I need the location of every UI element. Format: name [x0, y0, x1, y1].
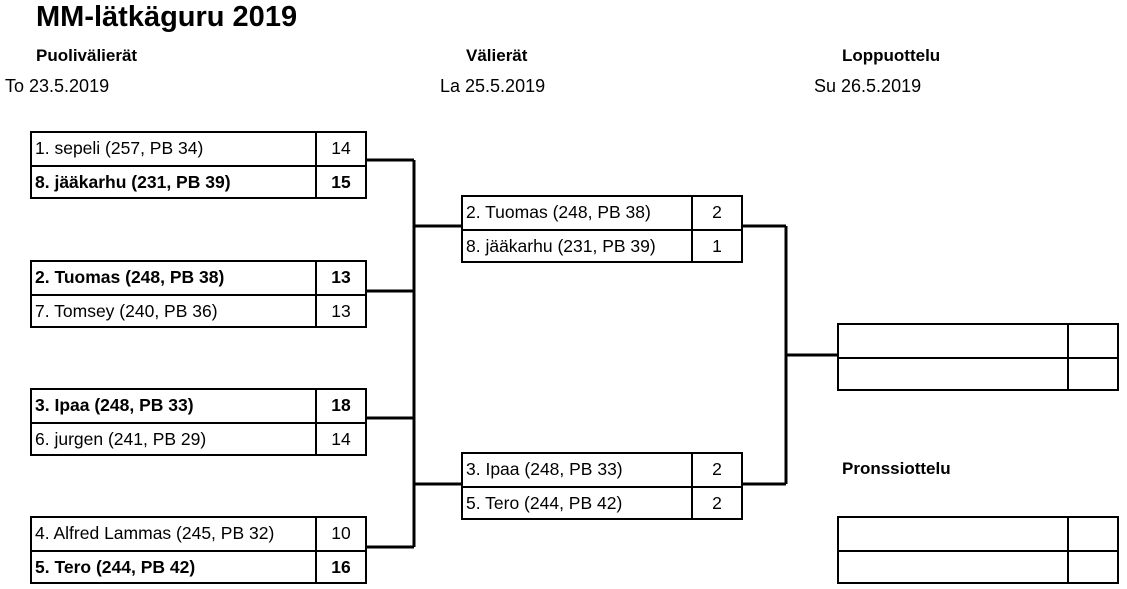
team-score[interactable] — [1067, 552, 1117, 582]
team-name[interactable]: 1. sepeli (257, PB 34) — [35, 138, 204, 158]
semifinal-match-2: 3. Ipaa (248, PB 33) 2 5. Tero (244, PB … — [461, 452, 743, 520]
team-name[interactable]: 3. Ipaa (248, PB 33) — [35, 395, 194, 415]
team-row — [839, 325, 1117, 357]
team-score[interactable] — [1067, 325, 1117, 357]
quarterfinal-match-3: 3. Ipaa (248, PB 33) 18 6. jurgen (241, … — [30, 388, 367, 456]
team-row: 7. Tomsey (240, PB 36) 13 — [32, 294, 365, 326]
team-score[interactable]: 14 — [315, 133, 365, 165]
team-row: 8. jääkarhu (231, PB 39) 15 — [32, 165, 365, 197]
round-date-quarterfinals: To 23.5.2019 — [5, 76, 110, 96]
round-title-semifinals: Välierät — [466, 46, 528, 65]
team-score[interactable]: 13 — [315, 262, 365, 294]
team-score[interactable]: 13 — [315, 296, 365, 326]
team-score[interactable]: 2 — [691, 454, 741, 486]
quarterfinal-match-1: 1. sepeli (257, PB 34) 14 8. jääkarhu (2… — [30, 131, 367, 199]
team-row: 4. Alfred Lammas (245, PB 32) 10 — [32, 518, 365, 550]
team-row: 3. Ipaa (248, PB 33) 18 — [32, 390, 365, 422]
team-row: 6. jurgen (241, PB 29) 14 — [32, 422, 365, 454]
team-name[interactable]: 4. Alfred Lammas (245, PB 32) — [35, 523, 275, 543]
team-row: 8. jääkarhu (231, PB 39) 1 — [463, 229, 741, 261]
team-name[interactable]: 2. Tuomas (248, PB 38) — [466, 202, 651, 222]
team-name[interactable]: 2. Tuomas (248, PB 38) — [35, 267, 225, 287]
team-name[interactable] — [839, 325, 1067, 357]
team-score[interactable]: 1 — [691, 231, 741, 261]
team-row: 5. Tero (244, PB 42) 16 — [32, 550, 365, 582]
team-row — [839, 357, 1117, 389]
semifinal-match-1: 2. Tuomas (248, PB 38) 2 8. jääkarhu (23… — [461, 195, 743, 263]
team-score[interactable]: 10 — [315, 518, 365, 550]
team-name[interactable]: 5. Tero (244, PB 42) — [466, 493, 623, 513]
team-row: 1. sepeli (257, PB 34) 14 — [32, 133, 365, 165]
team-row — [839, 550, 1117, 582]
round-title-bronze: Pronssiottelu — [842, 459, 951, 478]
team-name[interactable] — [839, 518, 1067, 550]
round-title-quarterfinals: Puolivälierät — [36, 46, 138, 65]
team-name[interactable]: 5. Tero (244, PB 42) — [35, 557, 196, 577]
team-score[interactable]: 14 — [315, 424, 365, 454]
team-name[interactable]: 8. jääkarhu (231, PB 39) — [35, 172, 231, 192]
bronze-match — [837, 516, 1119, 584]
team-name[interactable]: 8. jääkarhu (231, PB 39) — [466, 236, 656, 256]
team-name[interactable]: 7. Tomsey (240, PB 36) — [35, 301, 218, 321]
team-score[interactable]: 15 — [315, 167, 365, 197]
team-score[interactable] — [1067, 359, 1117, 389]
team-score[interactable]: 2 — [691, 197, 741, 229]
team-score[interactable]: 2 — [691, 488, 741, 518]
team-score[interactable]: 16 — [315, 552, 365, 582]
quarterfinal-match-4: 4. Alfred Lammas (245, PB 32) 10 5. Tero… — [30, 516, 367, 584]
team-row: 2. Tuomas (248, PB 38) 13 — [32, 262, 365, 294]
quarterfinal-match-2: 2. Tuomas (248, PB 38) 13 7. Tomsey (240… — [30, 260, 367, 328]
round-date-final: Su 26.5.2019 — [814, 76, 922, 96]
page-title: MM-lätkäguru 2019 — [36, 1, 298, 33]
round-title-final: Loppuottelu — [842, 46, 941, 65]
team-name[interactable]: 6. jurgen (241, PB 29) — [35, 429, 207, 449]
final-match — [837, 323, 1119, 391]
round-date-semifinals: La 25.5.2019 — [440, 76, 546, 96]
team-name[interactable] — [839, 552, 1067, 582]
team-name[interactable] — [839, 359, 1067, 389]
team-row: 5. Tero (244, PB 42) 2 — [463, 486, 741, 518]
team-row — [839, 518, 1117, 550]
team-row: 3. Ipaa (248, PB 33) 2 — [463, 454, 741, 486]
team-name[interactable]: 3. Ipaa (248, PB 33) — [466, 459, 623, 479]
team-row: 2. Tuomas (248, PB 38) 2 — [463, 197, 741, 229]
team-score[interactable]: 18 — [315, 390, 365, 422]
team-score[interactable] — [1067, 518, 1117, 550]
